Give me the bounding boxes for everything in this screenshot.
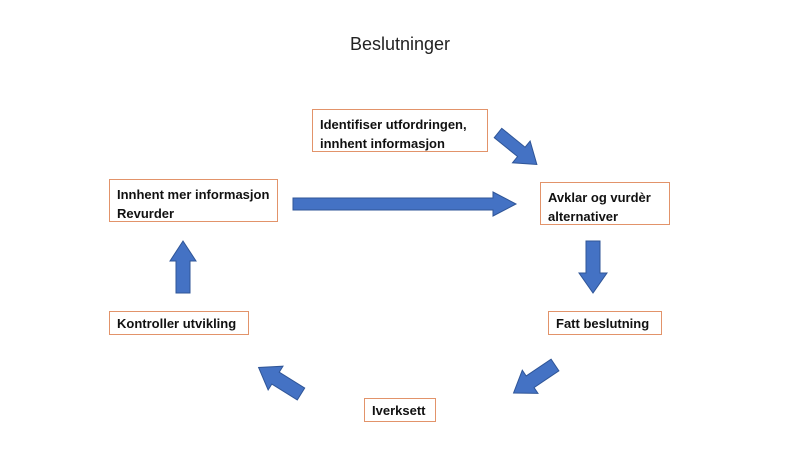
node-gather-line1: Innhent mer informasjon xyxy=(117,187,270,202)
node-clarify-alternatives: Avklar og vurdèr alternativer xyxy=(540,182,670,225)
arrow-implement-to-control xyxy=(257,365,306,401)
node-implement: Iverksett xyxy=(364,398,436,422)
node-identify-challenge: Identifiser utfordringen, innhent inform… xyxy=(312,109,488,152)
node-clarify-line2: alternativer xyxy=(548,208,619,224)
arrow-decide-to-implement xyxy=(512,358,560,394)
node-clarify-line1: Avklar og vurdèr xyxy=(548,190,651,205)
arrow-identify-to-clarify xyxy=(493,127,538,166)
node-control-progress: Kontroller utvikling xyxy=(109,311,249,335)
arrow-gather-to-clarify xyxy=(292,191,518,217)
node-identify-line1: Identifiser utfordringen, xyxy=(320,117,467,132)
node-identify-line2: innhent informasjon xyxy=(320,135,445,151)
node-decide-line1: Fatt beslutning xyxy=(556,316,650,331)
node-gather-line2: Revurder xyxy=(117,205,175,221)
diagram-title: Beslutninger xyxy=(349,34,451,54)
node-implement-line1: Iverksett xyxy=(372,403,426,418)
node-gather-more-info: Innhent mer informasjon Revurder xyxy=(109,179,278,222)
arrow-clarify-to-decide xyxy=(578,240,608,294)
arrow-control-to-gather xyxy=(169,240,197,294)
node-make-decision: Fatt beslutning xyxy=(548,311,662,335)
node-control-line1: Kontroller utvikling xyxy=(117,316,237,331)
